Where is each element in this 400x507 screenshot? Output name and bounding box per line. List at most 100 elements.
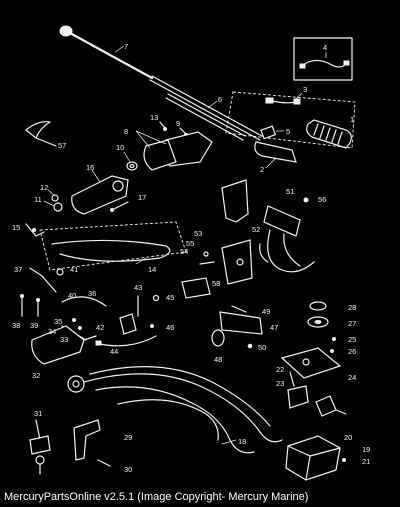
label-12: 12 [40,183,48,192]
label-42: 42 [96,323,104,332]
part-20-clip [315,395,347,417]
part-56-screw [303,197,309,203]
label-55: 55 [186,239,194,248]
label-28: 28 [348,303,356,312]
label-25: 25 [348,335,356,344]
label-14: 14 [148,265,156,274]
label-27: 27 [348,319,356,328]
label-47: 47 [270,323,278,332]
part-30-screw [97,459,111,467]
label-52: 52 [252,225,260,234]
part-42-bracket [119,313,137,335]
part-2-handle-housing [254,141,297,169]
label-56: 56 [318,195,326,204]
label-33: 33 [60,335,68,344]
part-53-plate [221,239,253,285]
part-24-plate [280,347,342,379]
part-18-harness [67,366,283,454]
part-26-screw [330,349,334,353]
part-46-screw [150,324,154,328]
part-13-screw [159,121,167,131]
part-4-wire-inset [293,37,353,81]
label-30: 30 [124,465,132,474]
part-11-nut [43,200,63,212]
label-58: 58 [212,279,220,288]
exploded-parts-diagram: 7 4 3 6 1 13 9 5 8 57 10 2 16 12 51 11 1… [12,25,370,481]
label-22: 22 [276,365,284,374]
label-6: 6 [218,95,222,104]
part-7-control-cable [59,25,263,141]
part-23-switch [287,385,309,409]
label-32: 32 [32,371,40,380]
part-5-switch [260,125,284,140]
handle-group-outline [225,91,356,149]
part-48-knob [211,329,225,347]
label-4: 4 [323,43,327,52]
part-6-rod [165,93,246,141]
label-39: 39 [30,321,38,330]
part-55-washer [203,251,209,257]
label-3: 3 [303,85,307,94]
part-50-screw [247,343,253,349]
part-1-handle-grip [306,119,352,149]
label-45: 45 [166,293,174,302]
part-36-rod [61,296,107,307]
label-57: 57 [58,141,66,150]
label-31: 31 [34,409,42,418]
label-40: 40 [68,291,76,300]
part-54-screw [199,261,215,265]
part-27-washer [307,316,329,328]
label-36: 36 [88,289,96,298]
part-32-plate [31,325,97,365]
part-3-wire-harness [265,92,303,105]
label-37: 37 [14,265,22,274]
label-5: 5 [286,127,290,136]
part-12-bolt [47,189,59,202]
part-19-box [285,435,341,481]
label-49: 49 [262,307,270,316]
part-49-screw [231,305,247,313]
label-24: 24 [348,373,356,382]
label-43: 43 [134,283,142,292]
part-57-clip [25,121,57,147]
label-53: 53 [194,229,202,238]
label-29: 29 [124,433,132,442]
part-29-bracket [73,419,101,461]
part-14-cable [51,239,171,265]
part-10-washer [123,151,138,171]
part-16-control-arm [71,169,129,215]
label-20: 20 [344,433,352,442]
part-31-sender [29,419,51,475]
part-58-pad [181,277,211,299]
label-2: 2 [260,165,264,174]
label-50: 50 [258,343,266,352]
part-45-nut [152,294,160,302]
label-44: 44 [110,347,118,356]
part-44-wire [95,335,157,347]
label-13: 13 [150,113,158,122]
label-19: 19 [362,445,370,454]
label-18: 18 [238,437,246,446]
label-21: 21 [362,457,370,466]
label-9: 9 [176,119,180,128]
part-35-screw [72,318,76,322]
label-54: 54 [180,247,188,256]
label-26: 26 [348,347,356,356]
part-34-screw [78,326,82,330]
label-17: 17 [138,193,146,202]
part-17-pin [110,201,129,212]
cable-group-outline [39,221,187,271]
part-39-screw [36,298,40,317]
part-38-screw [20,294,24,317]
copyright-caption: MercuryPartsOnline v2.5.1 (Image Copyrig… [4,491,309,503]
label-41: 41 [70,265,78,274]
part-41-clip [56,268,64,276]
label-16: 16 [86,163,94,172]
label-8: 8 [124,127,128,136]
part-52-bracket [221,179,249,223]
label-38: 38 [12,321,20,330]
label-51: 51 [286,187,294,196]
part-28-grommet [309,301,327,311]
part-25-screw [332,337,336,341]
